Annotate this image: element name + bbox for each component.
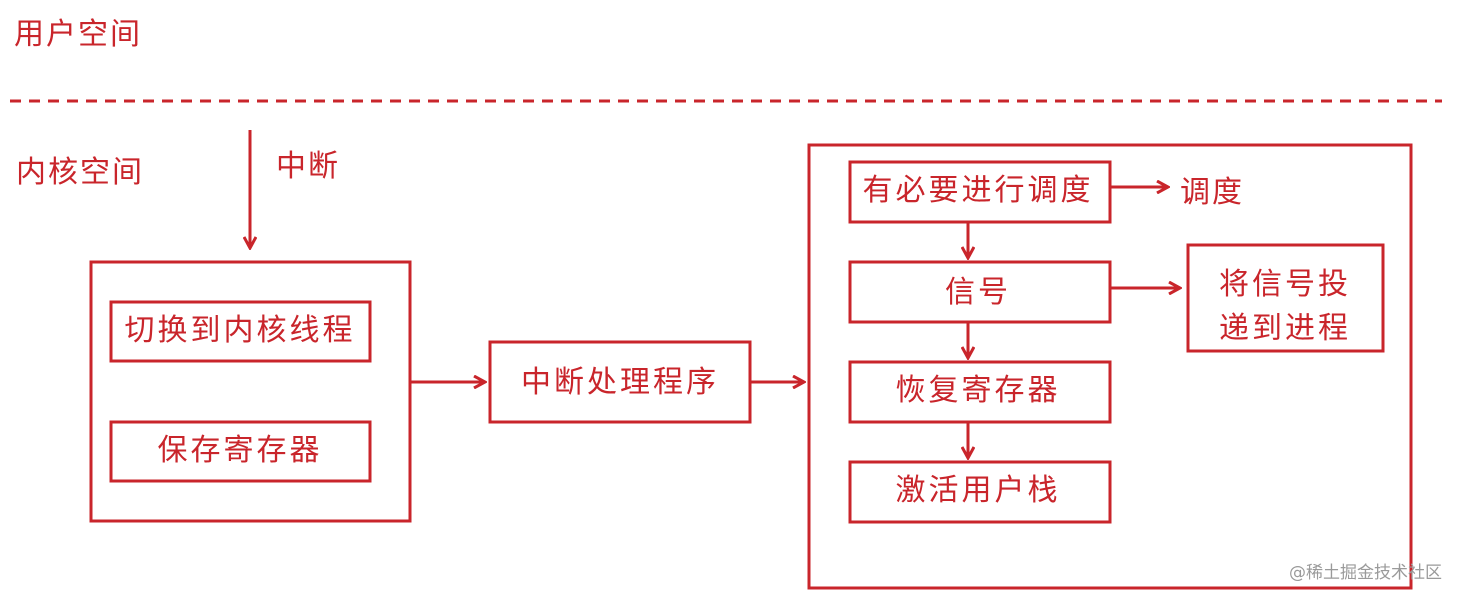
watermark: @稀土掘金技术社区 (1289, 563, 1442, 583)
deliver-signal-box (1186, 243, 1385, 353)
signal-text: 信号 (945, 275, 1011, 310)
kernel-space-label: 内核空间 (16, 155, 144, 190)
restore-registers-text: 恢复寄存器 (895, 373, 1061, 408)
left-container (89, 260, 412, 523)
save-registers-text: 保存寄存器 (157, 433, 323, 468)
need-schedule-text: 有必要进行调度 (862, 173, 1094, 208)
interrupt-label: 中断 (276, 149, 340, 184)
save-registers-box (109, 420, 372, 483)
activate-user-stack-text: 激活用户栈 (895, 473, 1061, 508)
right-container (807, 143, 1413, 590)
need-schedule-box (848, 160, 1112, 224)
deliver-signal-line2: 递到进程 (1219, 311, 1351, 346)
switch-thread-box (109, 300, 372, 363)
restore-registers-box (848, 360, 1112, 424)
switch-thread-text: 切换到内核线程 (124, 313, 356, 348)
activate-user-stack-box (848, 460, 1112, 524)
signal-box (848, 260, 1112, 324)
deliver-signal-line1: 将信号投 (1219, 267, 1351, 302)
handler-text: 中断处理程序 (521, 365, 719, 400)
user-space-label: 用户空间 (14, 17, 142, 52)
schedule-label: 调度 (1180, 175, 1244, 210)
